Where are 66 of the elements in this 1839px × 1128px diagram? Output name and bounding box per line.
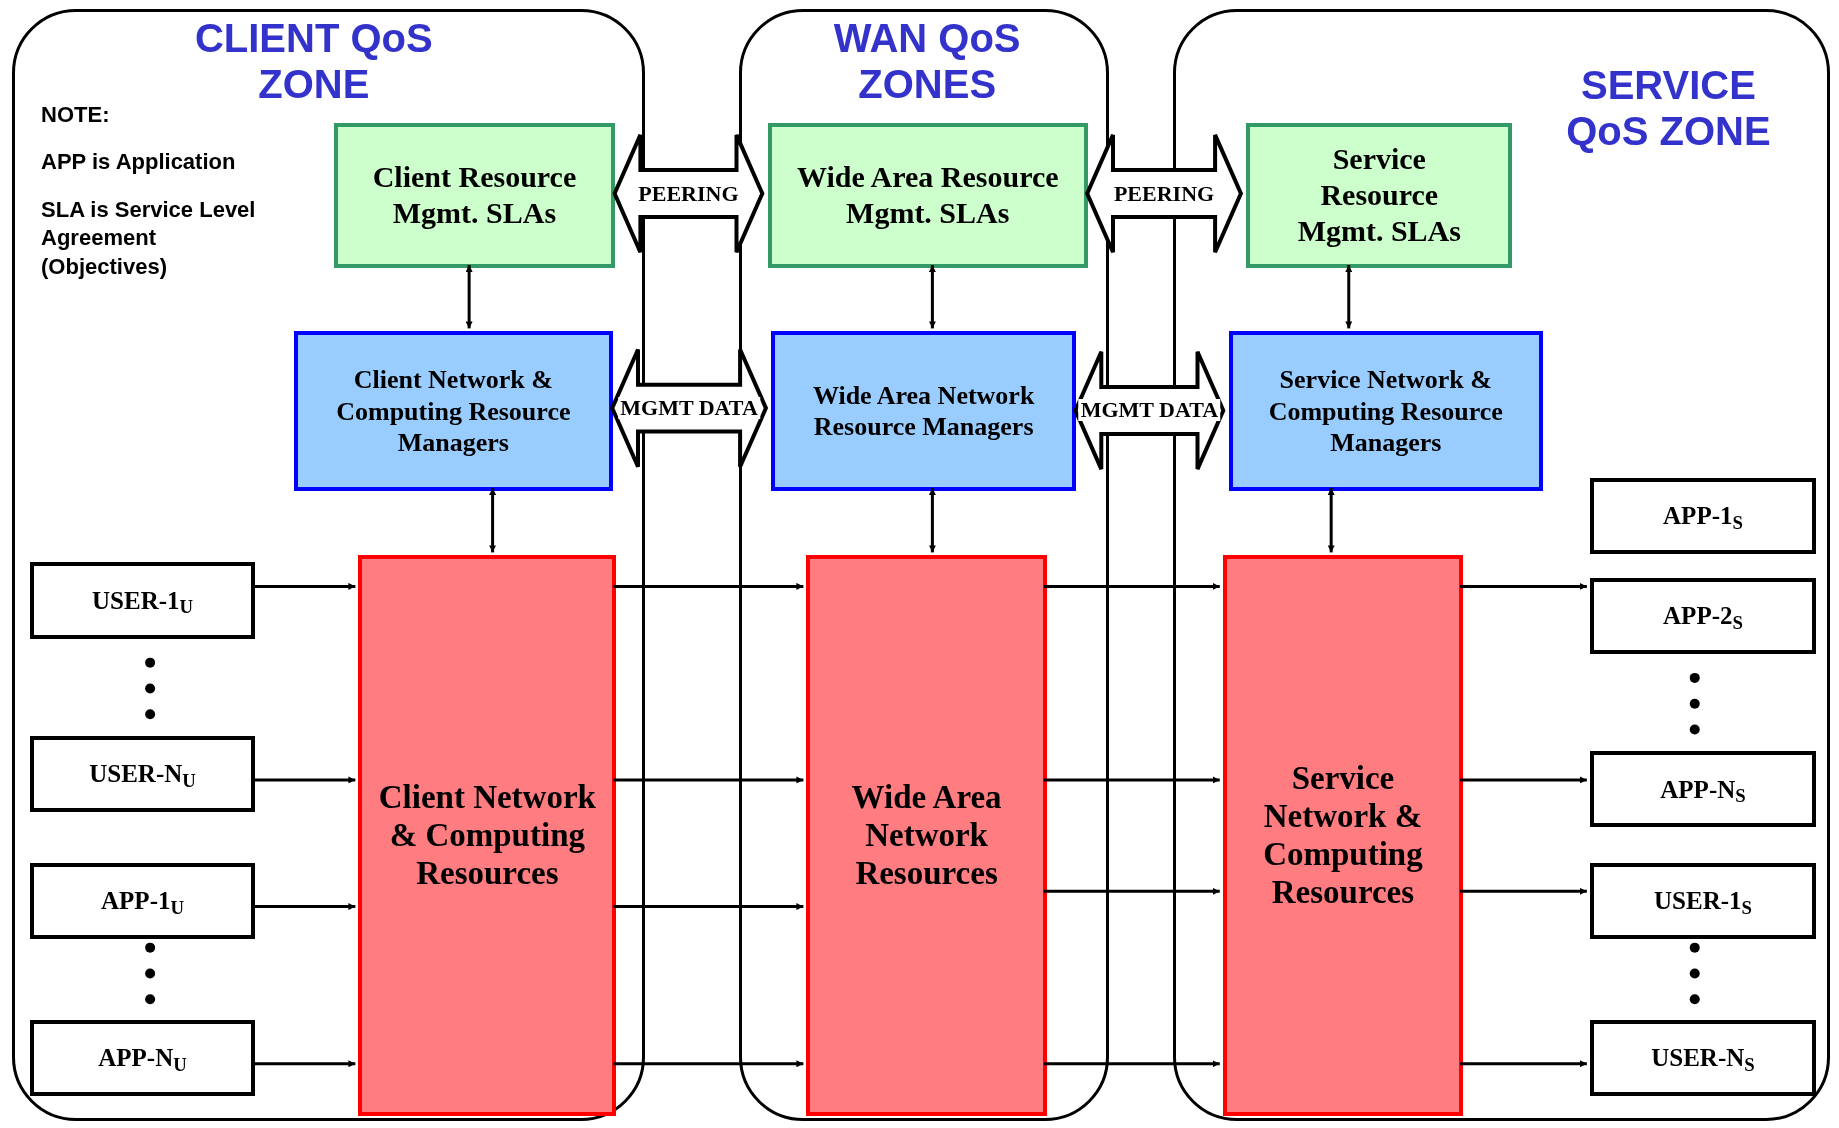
arrow <box>928 265 936 329</box>
manager-box <box>771 331 1077 491</box>
resource-box <box>1222 555 1464 1116</box>
endpoint-box <box>1589 862 1817 939</box>
arrow <box>252 903 356 911</box>
box-label: Client Network & Computing Resources <box>377 778 597 893</box>
arrow <box>613 776 804 784</box>
box-label: APP-1$_{U}$ <box>101 886 184 920</box>
zone-title: CLIENT QoS ZONE <box>193 14 434 107</box>
resource-box <box>806 555 1047 1116</box>
zone-title: SERVICE QoS ZONE <box>1565 61 1772 154</box>
box-label: USER-N$_{S}$ <box>1651 1043 1755 1077</box>
endpoint-box <box>29 862 256 939</box>
note-text: SLA is Service Level Agreement (Objectives) <box>41 195 257 282</box>
arrow <box>252 1060 356 1068</box>
box-label: APP-N$_{U}$ <box>98 1043 187 1077</box>
box-label: Wide Area Resource Mgmt. SLAs <box>795 159 1060 232</box>
arrow <box>1043 582 1220 590</box>
arrow <box>1460 887 1587 895</box>
box-label: USER-N$_{U}$ <box>89 759 196 793</box>
box-label: Wide Area Network Resource Managers <box>811 379 1036 443</box>
box-label: APP-2$_{S}$ <box>1663 601 1743 635</box>
endpoint-box <box>1589 751 1817 828</box>
arrow <box>613 903 804 911</box>
edge-label: MGMT DATA <box>618 397 760 420</box>
sla-box <box>333 122 616 269</box>
arrow <box>613 1060 804 1068</box>
endpoint-box <box>1589 577 1817 654</box>
arrow <box>1460 582 1587 590</box>
sla-box <box>767 122 1088 269</box>
box-label: Client Resource Mgmt. SLAs <box>371 159 578 232</box>
arrow <box>1043 1060 1220 1068</box>
arrow <box>928 487 936 553</box>
resource-box <box>358 555 617 1116</box>
endpoint-box <box>1589 478 1817 555</box>
arrow <box>252 582 356 590</box>
arrow <box>1460 1060 1587 1068</box>
box-label: Service Network & Computing Resources <box>1262 759 1424 912</box>
sla-box <box>1246 122 1513 269</box>
box-label: USER-1$_{U}$ <box>92 585 194 620</box>
box-label: Service Resource Mgmt. SLAs <box>1296 141 1462 250</box>
box-label: APP-1$_{S}$ <box>1663 501 1743 535</box>
manager-box <box>1228 331 1543 491</box>
note-text: APP is Application <box>41 147 237 176</box>
arrow <box>613 582 804 590</box>
arrow <box>489 487 497 553</box>
arrow <box>1345 265 1353 329</box>
edge-label: MGMT DATA <box>1078 399 1221 422</box>
box-label: USER-1$_{S}$ <box>1654 886 1752 920</box>
arrow <box>252 776 356 784</box>
endpoint-box <box>29 562 256 639</box>
note-text: NOTE: <box>41 100 111 129</box>
manager-box <box>293 331 613 491</box>
box-label: Client Network & Computing Resource Managers <box>335 364 572 458</box>
arrow <box>1460 776 1587 784</box>
endpoint-box <box>1589 1019 1817 1097</box>
box-label: Wide Area Network Resources <box>850 778 1003 893</box>
arrow <box>1327 487 1335 553</box>
arrow <box>1043 887 1220 895</box>
arrow <box>465 265 473 329</box>
zone-title: WAN QoS ZONES <box>832 14 1022 107</box>
endpoint-box <box>29 1019 256 1097</box>
box-label: APP-N$_{S}$ <box>1660 774 1746 809</box>
endpoint-box <box>29 736 256 813</box>
box-label: Service Network & Computing Resource Managers <box>1267 364 1504 458</box>
arrow <box>1043 776 1220 784</box>
